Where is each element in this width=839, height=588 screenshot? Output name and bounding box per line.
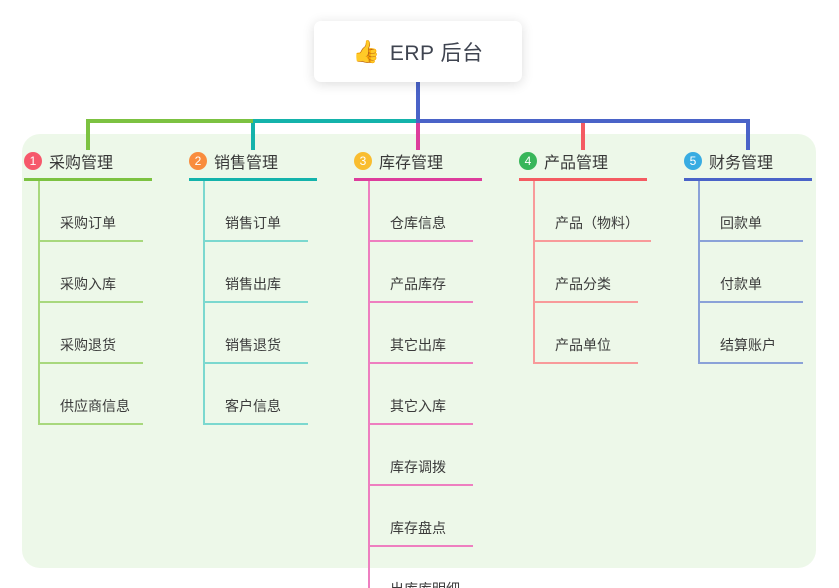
branch-children: 销售订单销售出库销售退货客户信息 (203, 181, 308, 425)
branch-title: 库存管理 (379, 155, 444, 172)
child-node[interactable]: 库存调拨 (370, 425, 473, 486)
child-node[interactable]: 仓库信息 (370, 181, 473, 242)
connector-drop-branch-5 (746, 119, 750, 150)
branch-title: 财务管理 (709, 155, 774, 172)
child-node[interactable]: 出库库明细 (370, 547, 473, 588)
child-node[interactable]: 产品（物料） (535, 181, 651, 242)
thumbs-up-icon: 👍 (352, 38, 380, 64)
branch-children: 采购订单采购入库采购退货供应商信息 (38, 181, 143, 425)
connector-bus-left (88, 119, 253, 123)
branch-header[interactable]: 3 库存管理 (354, 148, 482, 181)
child-node[interactable]: 供应商信息 (40, 364, 143, 425)
child-node[interactable]: 结算账户 (700, 303, 803, 364)
child-node[interactable]: 回款单 (700, 181, 803, 242)
child-node[interactable]: 产品分类 (535, 242, 638, 303)
child-node[interactable]: 采购入库 (40, 242, 143, 303)
branch-header[interactable]: 4 产品管理 (519, 148, 647, 181)
connector-bus-right (418, 119, 750, 123)
connector-bus-midleft (253, 119, 418, 123)
branch-title: 采购管理 (49, 155, 114, 172)
branch-children: 仓库信息产品库存其它出库其它入库库存调拨库存盘点出库库明细 (368, 181, 473, 588)
branch-children: 产品（物料）产品分类产品单位 (533, 181, 651, 364)
child-node[interactable]: 付款单 (700, 242, 803, 303)
branch-column-1: 1 采购管理 采购订单采购入库采购退货供应商信息 (24, 148, 152, 425)
branch-column-3: 3 库存管理 仓库信息产品库存其它出库其它入库库存调拨库存盘点出库库明细 (354, 148, 482, 588)
branch-number-badge: 4 (519, 152, 537, 170)
child-node[interactable]: 产品库存 (370, 242, 473, 303)
child-node[interactable]: 库存盘点 (370, 486, 473, 547)
connector-drop-branch-4 (581, 119, 585, 150)
branch-title: 产品管理 (544, 155, 609, 172)
child-node[interactable]: 其它出库 (370, 303, 473, 364)
branch-header[interactable]: 2 销售管理 (189, 148, 317, 181)
connector-drop-branch-2 (251, 119, 255, 150)
connector-root-drop (416, 82, 420, 123)
child-node[interactable]: 销售退货 (205, 303, 308, 364)
root-title: ERP 后台 (389, 41, 484, 65)
branches-panel (22, 134, 816, 568)
connector-drop-branch-3 (416, 119, 420, 150)
branch-number-badge: 5 (684, 152, 702, 170)
branch-title: 销售管理 (214, 155, 279, 172)
branch-children: 回款单付款单结算账户 (698, 181, 803, 364)
child-node[interactable]: 销售出库 (205, 242, 308, 303)
branch-column-5: 5 财务管理 回款单付款单结算账户 (684, 148, 812, 364)
branch-column-4: 4 产品管理 产品（物料）产品分类产品单位 (519, 148, 651, 364)
branch-header[interactable]: 5 财务管理 (684, 148, 812, 181)
branch-number-badge: 3 (354, 152, 372, 170)
root-node[interactable]: 👍 ERP 后台 (314, 21, 522, 82)
branch-number-badge: 2 (189, 152, 207, 170)
child-node[interactable]: 其它入库 (370, 364, 473, 425)
branch-number-badge: 1 (24, 152, 42, 170)
child-node[interactable]: 客户信息 (205, 364, 308, 425)
child-node[interactable]: 采购订单 (40, 181, 143, 242)
connector-drop-branch-1 (86, 119, 90, 150)
child-node[interactable]: 产品单位 (535, 303, 638, 364)
branch-column-2: 2 销售管理 销售订单销售出库销售退货客户信息 (189, 148, 317, 425)
child-node[interactable]: 采购退货 (40, 303, 143, 364)
branch-header[interactable]: 1 采购管理 (24, 148, 152, 181)
child-node[interactable]: 销售订单 (205, 181, 308, 242)
